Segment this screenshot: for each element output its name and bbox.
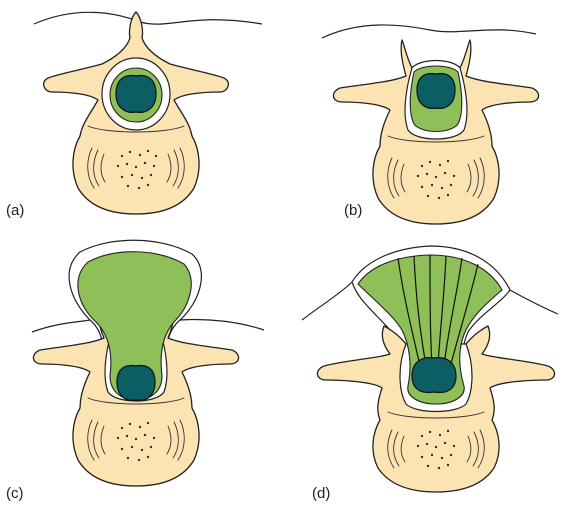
skin-line-d-right <box>510 290 558 314</box>
spinal-cord-b <box>417 74 455 109</box>
panel-label-c: (c) <box>6 485 24 502</box>
vertebra-b <box>333 40 538 224</box>
panel-a: (a) <box>6 12 262 219</box>
panel-c: (c) <box>6 240 264 502</box>
vertebra-a <box>44 12 229 214</box>
spinal-cord-a <box>116 76 156 113</box>
panel-label-d: (d) <box>312 485 330 502</box>
skin-line-d-left <box>302 282 352 320</box>
panel-label-b: (b) <box>344 202 362 219</box>
skin-line-c <box>32 320 90 332</box>
spinal-cord-c <box>117 366 155 401</box>
panel-b: (b) <box>322 25 539 224</box>
panel-d: (d) <box>302 246 558 502</box>
skin-line-a <box>34 12 262 24</box>
spinal-cord-d <box>412 358 456 393</box>
skin-line-b <box>322 25 536 38</box>
skin-line-c-right <box>180 319 264 330</box>
panel-label-a: (a) <box>6 202 24 219</box>
